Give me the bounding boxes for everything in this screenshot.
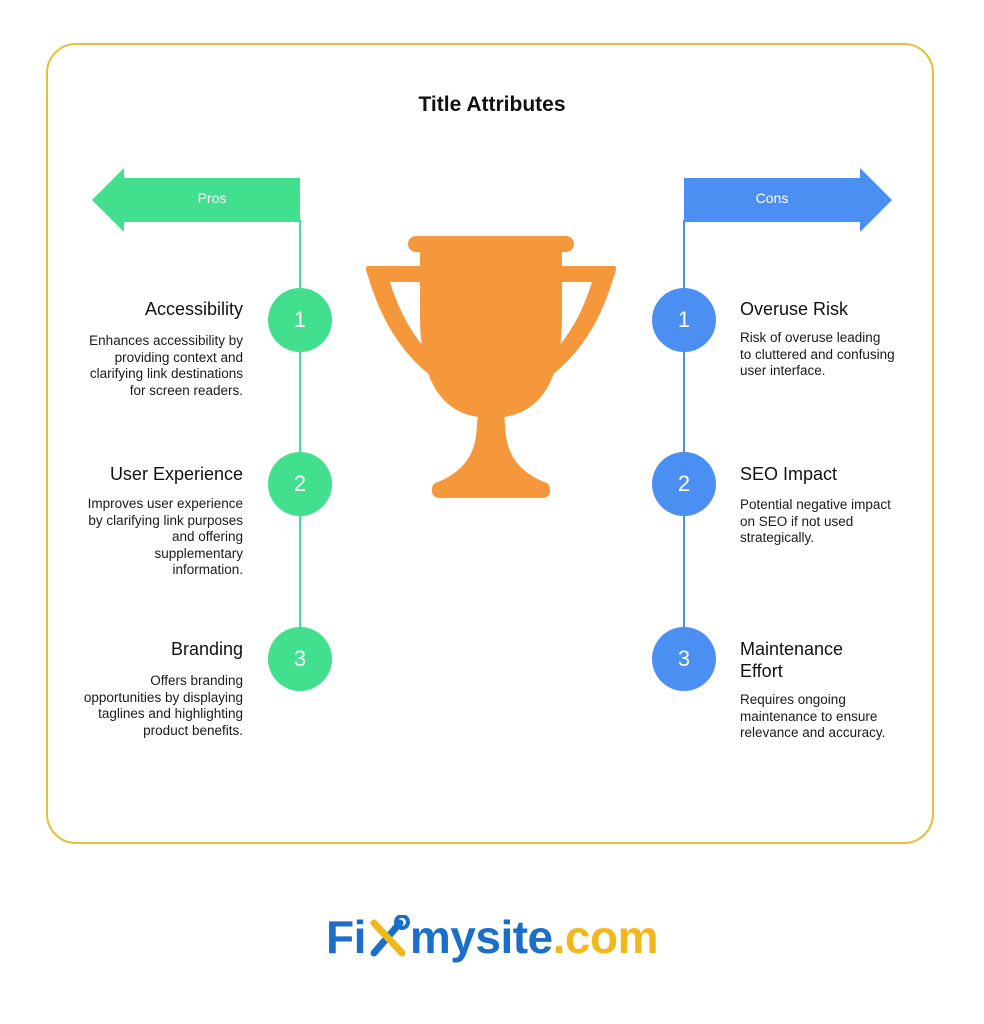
con-item-description: Potential negative impact on SEO if not … xyxy=(740,497,891,545)
pro-item-description: Offers branding opportunities by display… xyxy=(83,673,243,738)
diagram-title: Title Attributes xyxy=(418,93,566,116)
cons-arrow xyxy=(684,168,892,232)
con-number-badge: 2 xyxy=(652,452,716,516)
pro-item-title: Branding xyxy=(170,639,243,659)
trophy-icon xyxy=(366,236,616,498)
cons-label: Cons xyxy=(755,190,789,206)
pros-label: Pros xyxy=(197,190,227,206)
fixmysite-logo: Fi mysite.com xyxy=(0,910,984,964)
pros-arrow xyxy=(92,168,300,232)
pro-number-badge: 1 xyxy=(268,288,332,352)
logo-text-mysite: mysite xyxy=(409,911,553,963)
pro-item-description: Enhances accessibility by providing cont… xyxy=(89,333,243,398)
pro-item-title: User Experience xyxy=(109,464,243,484)
con-item-description: Requires ongoing maintenance to ensure r… xyxy=(740,692,886,740)
logo-text-com: .com xyxy=(552,911,659,963)
pro-item-title: Accessibility xyxy=(144,299,243,319)
pro-number-badge: 3 xyxy=(268,627,332,691)
pros-connector-line xyxy=(299,220,301,660)
logo-text-fi: Fi xyxy=(325,911,366,963)
con-number-badge: 3 xyxy=(652,627,716,691)
pro-number-badge: 2 xyxy=(268,452,332,516)
con-item-title: SEO Impact xyxy=(740,464,838,484)
diagram-frame xyxy=(46,43,934,844)
con-number-badge: 1 xyxy=(652,288,716,352)
con-item-title: Maintenance Effort xyxy=(740,639,844,681)
pro-item-description: Improves user experience by clarifying l… xyxy=(87,496,243,577)
con-item-description: Risk of overuse leading to cluttered and… xyxy=(740,330,895,378)
con-item-title: Overuse Risk xyxy=(740,299,849,319)
cons-connector-line xyxy=(683,220,685,660)
wrench-screwdriver-icon xyxy=(370,915,410,957)
